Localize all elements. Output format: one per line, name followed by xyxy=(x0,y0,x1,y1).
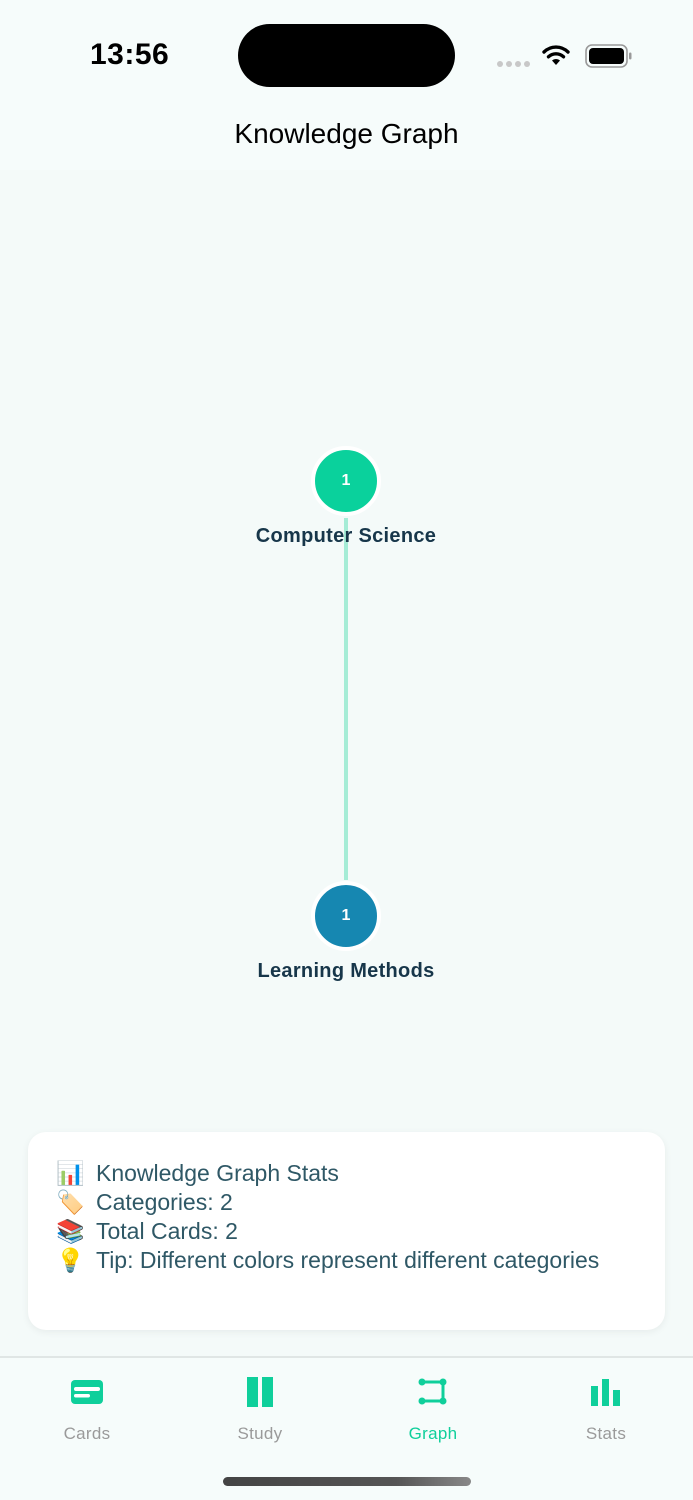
card-icon xyxy=(71,1380,103,1404)
tab-graph[interactable]: Graph xyxy=(373,1372,493,1444)
stats-title: 📊 Knowledge Graph Stats xyxy=(56,1160,339,1186)
tab-cards[interactable]: Cards xyxy=(27,1372,147,1444)
bar-chart-icon xyxy=(591,1379,620,1406)
stats-tip: 💡Tip: Different colors represent differe… xyxy=(56,1247,600,1273)
status-bar: 13:56 xyxy=(0,0,693,110)
lightbulb-emoji-icon: 💡 xyxy=(56,1247,85,1273)
tab-bar: Cards Study Graph xyxy=(0,1356,693,1500)
nav-header: Knowledge Graph xyxy=(0,110,693,170)
node-count: 1 xyxy=(341,472,351,489)
tag-emoji-icon: 🏷️ xyxy=(56,1189,85,1215)
page-title: Knowledge Graph xyxy=(234,118,459,149)
graph-node-learning-methods[interactable]: 1 xyxy=(311,881,381,951)
stats-total-cards: 📚 Total Cards: 2 xyxy=(56,1218,238,1244)
graph-node-computer-science[interactable]: 1 xyxy=(311,446,381,516)
wifi-icon xyxy=(542,45,570,65)
battery-icon xyxy=(585,44,632,68)
dynamic-island xyxy=(238,24,455,87)
status-time: 13:56 xyxy=(90,38,170,71)
tab-study[interactable]: Study xyxy=(200,1372,320,1444)
node-count: 1 xyxy=(341,907,351,924)
pause-bars-icon xyxy=(247,1377,273,1407)
signal-dots-icon xyxy=(497,61,530,67)
graph-edge xyxy=(344,518,348,880)
stats-categories: 🏷️ Categories: 2 xyxy=(56,1189,233,1215)
books-emoji-icon: 📚 xyxy=(56,1218,85,1244)
home-indicator[interactable] xyxy=(223,1477,471,1486)
node-label: Learning Methods xyxy=(257,960,435,982)
graph-nodes-icon xyxy=(418,1378,447,1405)
tab-stats[interactable]: Stats xyxy=(546,1372,666,1444)
bar-chart-emoji-icon: 📊 xyxy=(56,1160,85,1186)
stats-card: 📊 Knowledge Graph Stats 🏷️ Categories: 2… xyxy=(28,1132,665,1330)
node-label: Computer Science xyxy=(255,525,437,547)
